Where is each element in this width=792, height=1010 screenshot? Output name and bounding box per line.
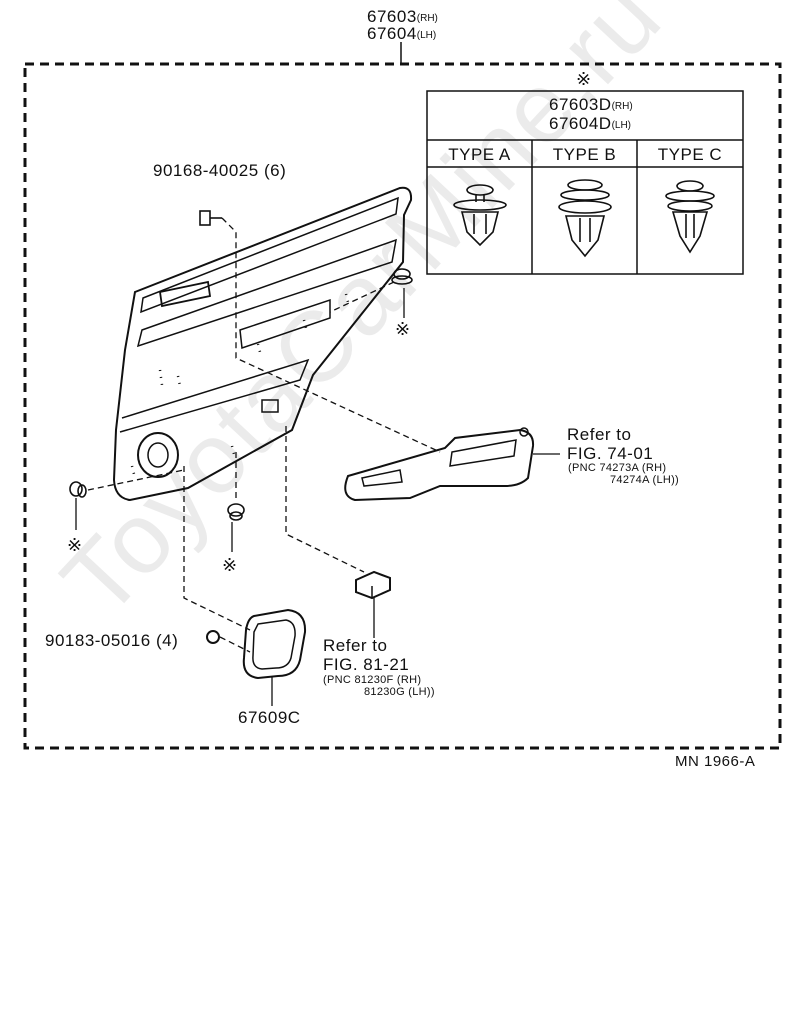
- clip-right: [391, 268, 413, 285]
- washer: [206, 630, 220, 644]
- clip-bottom: [227, 503, 245, 521]
- clip-mark-left: ※: [67, 535, 83, 555]
- assembly-part-rh: 67603(RH): [367, 7, 438, 26]
- window-switch: [355, 570, 391, 600]
- clip-type-c-label: TYPE C: [657, 145, 723, 164]
- armrest-pnc-rh: (PNC 74273A (RH): [568, 462, 667, 474]
- armrest-refer-line2: FIG. 74-01: [567, 444, 654, 463]
- clip-type-b-label: TYPE B: [552, 145, 617, 164]
- armrest-refer-line1: Refer to: [567, 425, 632, 444]
- diagram-code: MN 1966-A: [675, 753, 756, 770]
- clip-type-a-icon: [453, 184, 507, 247]
- armrest-pnc-lh: 74274A (LH)): [610, 474, 680, 486]
- washer-label: 90183-05016 (4): [45, 631, 179, 650]
- assembly-bracket: [23, 62, 782, 750]
- door-trim-panel: [112, 186, 413, 502]
- clip-type-b-icon: [558, 179, 612, 258]
- clip-type-c-icon: [665, 180, 715, 254]
- clip-left: [69, 481, 87, 498]
- assembly-part-lh: 67604(LH): [367, 24, 437, 43]
- door-pocket: [242, 608, 307, 680]
- switch-pnc-rh: (PNC 81230F (RH): [323, 674, 422, 686]
- clip-part-lh: 67604D(LH): [549, 114, 632, 133]
- clip-type-table: [426, 90, 744, 275]
- switch-refer-line2: FIG. 81-21: [323, 655, 410, 674]
- switch-refer-line1: Refer to: [323, 636, 388, 655]
- clip-table-mark: ※: [576, 69, 592, 89]
- leader-lines: [87, 217, 441, 653]
- screw-label: 90168-40025 (6): [153, 161, 287, 180]
- armrest: [344, 427, 535, 502]
- switch-pnc-lh: 81230G (LH)): [364, 686, 435, 698]
- clip-mark-bottom: ※: [222, 555, 238, 575]
- clip-mark-right: ※: [395, 319, 411, 339]
- solid-leaders: [75, 288, 560, 706]
- screw: [199, 210, 222, 226]
- clip-type-a-label: TYPE A: [448, 145, 511, 164]
- pocket-label: 67609C: [238, 708, 301, 727]
- clip-part-rh: 67603D(RH): [549, 95, 633, 114]
